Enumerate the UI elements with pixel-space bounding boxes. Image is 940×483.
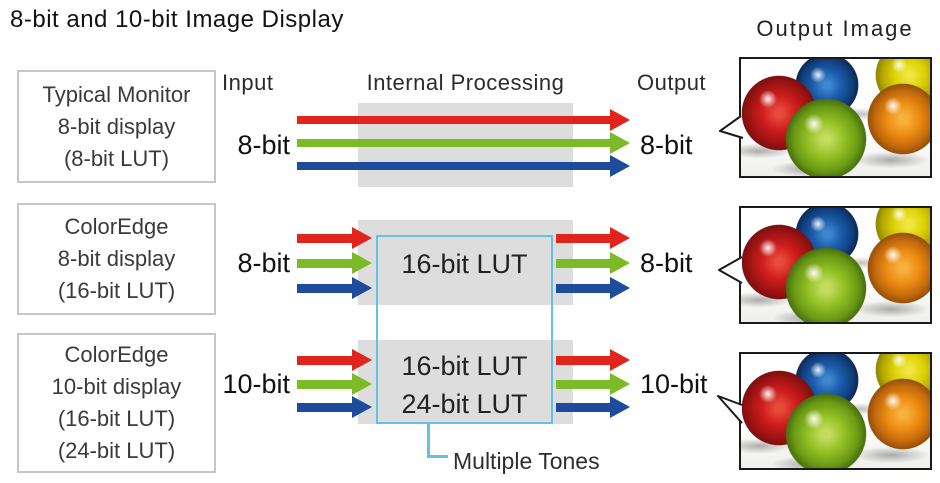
monitor-box-line: (8-bit LUT) xyxy=(63,145,170,171)
lut-label-group-row3: 16-bit LUT 24-bit LUT xyxy=(376,347,553,423)
blue-signal-arrow xyxy=(297,396,372,418)
output-image-photo-row2 xyxy=(739,206,932,324)
monitor-box-line: 8-bit display xyxy=(57,113,176,139)
monitor-box-line: (16-bit LUT) xyxy=(57,406,176,431)
column-header-output: Output xyxy=(637,70,707,95)
output-image-photo-row1 xyxy=(739,57,932,178)
input-bit-label-row2: 8-bit xyxy=(237,248,290,278)
arrow-shaft xyxy=(556,355,610,365)
arrow-head-icon xyxy=(352,227,372,249)
input-bit-label-row1: 8-bit xyxy=(237,130,290,160)
arrow-shaft xyxy=(297,283,352,293)
green-signal-arrow xyxy=(297,373,372,395)
output-bit-label-row2: 8-bit xyxy=(640,248,693,278)
multiple-tones-connector-vertical xyxy=(427,424,430,458)
callout-tail-row2 xyxy=(718,256,743,284)
output-bit-label-row3: 10-bit xyxy=(640,369,708,399)
arrow-shaft xyxy=(297,402,352,412)
multiple-tones-connector-horizontal xyxy=(427,455,448,458)
monitor-box-line: ColorEdge xyxy=(64,214,169,239)
arrow-head-icon xyxy=(610,373,630,395)
arrow-head-icon xyxy=(352,349,372,371)
arrow-shaft xyxy=(297,116,610,124)
arrow-head-icon xyxy=(610,252,630,274)
arrow-head-icon xyxy=(352,373,372,395)
output-image-photo-row3 xyxy=(739,352,932,470)
column-header-input: Input xyxy=(222,70,274,95)
arrow-head-icon xyxy=(352,252,372,274)
arrow-shaft xyxy=(297,139,610,147)
blue-signal-arrow xyxy=(556,396,630,418)
arrow-head-icon xyxy=(610,227,630,249)
green-signal-arrow xyxy=(556,373,630,395)
arrow-head-icon xyxy=(610,132,630,154)
arrow-shaft xyxy=(297,379,352,389)
callout-tail-row3 xyxy=(717,395,743,424)
arrow-shaft xyxy=(297,258,352,268)
lut-label-16bit: 16-bit LUT xyxy=(401,351,528,381)
arrow-head-icon xyxy=(610,155,630,177)
arrow-head-icon xyxy=(610,109,630,131)
output-image-header: Output Image xyxy=(756,16,914,41)
monitor-box-line: Typical Monitor xyxy=(42,81,191,107)
callout-tail-row1 xyxy=(719,115,744,139)
monitor-box-line: 8-bit display xyxy=(57,246,176,271)
red-signal-arrow xyxy=(556,227,630,249)
monitor-box-line: (16-bit LUT) xyxy=(57,278,176,303)
monitor-box-coloredge-8bit: ColorEdge 8-bit display (16-bit LUT) xyxy=(17,203,216,315)
arrow-head-icon xyxy=(352,277,372,299)
green-signal-arrow xyxy=(297,132,630,154)
lut-outline-box xyxy=(376,235,553,424)
arrow-shaft xyxy=(556,402,610,412)
page-title: 8-bit and 10-bit Image Display xyxy=(10,6,344,33)
output-bit-label-row1: 8-bit xyxy=(640,130,693,160)
arrow-shaft xyxy=(556,283,610,293)
arrow-shaft xyxy=(556,233,610,243)
arrow-shaft xyxy=(297,162,610,170)
processing-box-row2 xyxy=(358,220,573,305)
lut-label-24bit: 24-bit LUT xyxy=(401,389,528,419)
green-signal-arrow xyxy=(297,252,372,274)
column-header-internal-processing: Internal Processing xyxy=(366,70,565,95)
arrow-head-icon xyxy=(610,349,630,371)
blue-signal-arrow xyxy=(556,277,630,299)
monitor-box-line: ColorEdge xyxy=(64,342,169,367)
arrow-head-icon xyxy=(610,277,630,299)
red-signal-arrow xyxy=(556,349,630,371)
red-signal-arrow xyxy=(297,227,372,249)
monitor-box-line: 10-bit display xyxy=(51,374,182,399)
processing-box-row3 xyxy=(358,340,573,424)
monitor-box-typical: Typical Monitor 8-bit display (8-bit LUT… xyxy=(17,70,216,183)
multiple-tones-label: Multiple Tones xyxy=(453,448,600,474)
arrow-head-icon xyxy=(352,396,372,418)
monitor-box-line: (24-bit LUT) xyxy=(57,438,176,463)
arrow-shaft xyxy=(556,258,610,268)
green-signal-arrow xyxy=(556,252,630,274)
blue-signal-arrow xyxy=(297,277,372,299)
arrow-shaft xyxy=(297,355,352,365)
lut-label-16bit: 16-bit LUT xyxy=(401,249,528,279)
red-signal-arrow xyxy=(297,349,372,371)
monitor-box-coloredge-10bit: ColorEdge 10-bit display (16-bit LUT) (2… xyxy=(17,333,216,473)
arrow-shaft xyxy=(297,233,352,243)
red-signal-arrow xyxy=(297,109,630,131)
arrow-shaft xyxy=(556,379,610,389)
input-bit-label-row3: 10-bit xyxy=(222,369,290,399)
blue-signal-arrow xyxy=(297,155,630,177)
arrow-head-icon xyxy=(610,396,630,418)
